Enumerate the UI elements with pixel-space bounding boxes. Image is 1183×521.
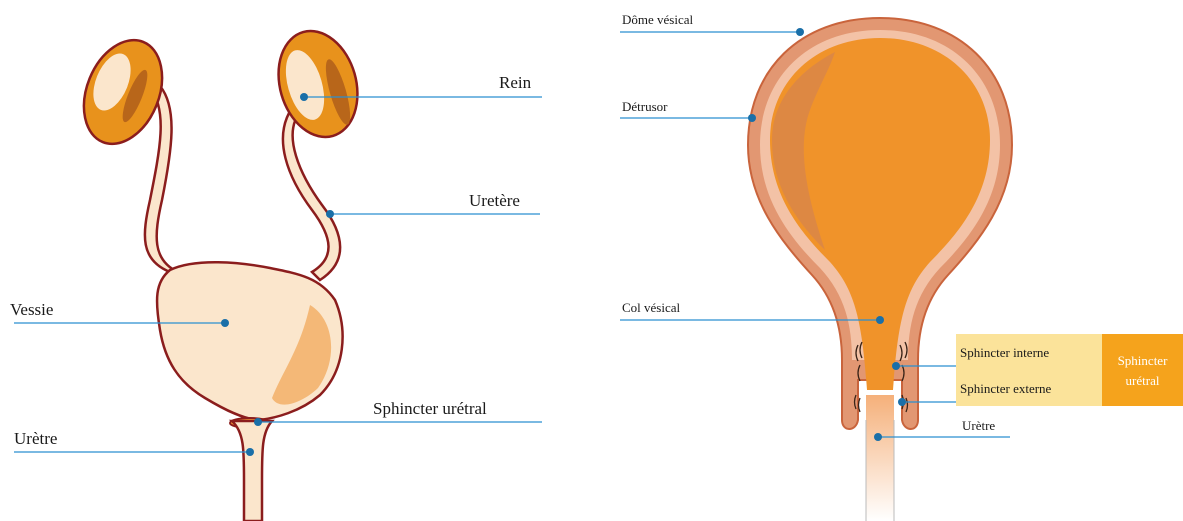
label-sphincter-interne: Sphincter interne [960,346,1049,359]
label-uretre-left: Urètre [14,430,57,447]
label-sphincter-uretral: Sphincter urétral [373,400,487,417]
label-uretre-right: Urètre [962,419,995,432]
label-uretere: Uretère [469,192,520,209]
sphincter-group-label-line1: Sphincter [1102,354,1183,367]
sphincter-uretral-group-box: Sphincter urétral [1102,334,1183,406]
right-bladder-section [748,18,1012,521]
label-detrusor: Détrusor [622,100,668,113]
label-sphincter-externe: Sphincter externe [960,382,1051,395]
left-urethra [232,421,272,521]
label-dome-vesical: Dôme vésical [622,13,693,26]
label-col-vesical: Col vésical [622,301,680,314]
label-vessie: Vessie [10,301,53,318]
label-rein: Rein [499,74,531,91]
right-urethra [866,395,894,521]
right-kidney [267,22,370,147]
sphincter-group-label-line2: urétral [1102,374,1183,387]
